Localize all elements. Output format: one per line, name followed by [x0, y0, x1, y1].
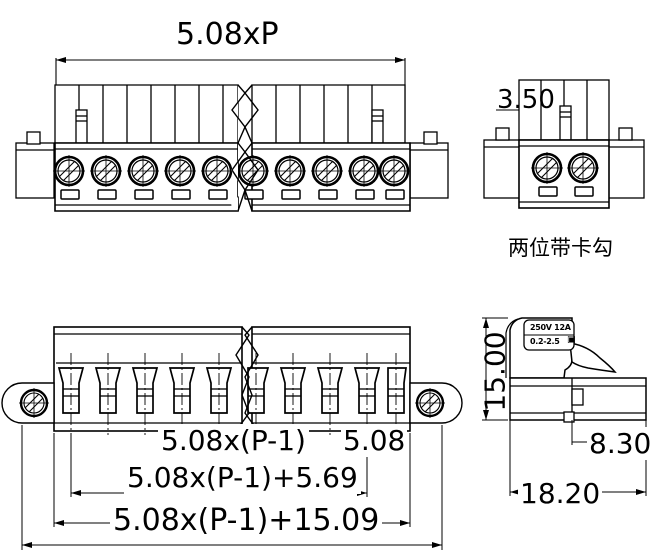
dim-label-mid-span: 5.08x(P-1)+5.69	[124, 461, 361, 494]
rating-label-plate	[523, 319, 575, 351]
terminal-cavity-row-right	[247, 367, 407, 414]
dim-label-overall: 5.08x(P-1)+15.09	[110, 503, 383, 538]
wire-slot-row	[60, 189, 405, 200]
rating-label-symbol-icon: ▣	[567, 335, 576, 345]
dim-label-depth-overall: 18.20	[518, 477, 603, 510]
flange-screw-right	[415, 388, 445, 418]
right-side-ear-2p	[607, 127, 645, 199]
rating-label-line2: 0.2-2.5	[530, 337, 560, 346]
upper-body-left	[54, 84, 239, 144]
bottom-left-view-plan	[1, 326, 463, 550]
screw-heads-row-2p	[531, 152, 599, 184]
dim-label-pitch-span: 5.08x(P-1)	[158, 424, 309, 457]
dim-label-pitch-single: 5.08	[341, 424, 408, 457]
pole-centrelines	[70, 353, 397, 435]
top-right-view-two-pole	[483, 79, 645, 209]
dim-line-overall	[21, 425, 443, 550]
flange-screw-left	[19, 388, 49, 418]
dim-label-height: 15.00	[478, 331, 512, 412]
top-left-view-multipole	[15, 57, 449, 212]
terminal-cavity-row-left	[57, 367, 233, 414]
break-line	[231, 84, 259, 212]
side-lower-body	[509, 377, 647, 423]
upper-body-right	[251, 84, 406, 144]
latch-lever	[569, 342, 617, 373]
right-side-ear	[409, 131, 449, 199]
caption-two-pole-with-latch: 两位带卡勾	[508, 236, 613, 260]
screw-heads-row	[53, 155, 410, 187]
dim-label-3-50: 3.50	[497, 85, 555, 115]
left-side-ear	[15, 131, 55, 199]
upper-body-2p	[518, 79, 610, 141]
dim-label-pitch-total: 5.08xP	[176, 17, 279, 52]
dim-line-height	[482, 317, 508, 421]
left-side-ear-2p	[483, 127, 521, 199]
dim-label-depth-lower: 8.30	[587, 427, 654, 460]
rating-label-line1: 250V 12A	[530, 323, 571, 332]
wire-slot-row-2p	[538, 186, 594, 197]
